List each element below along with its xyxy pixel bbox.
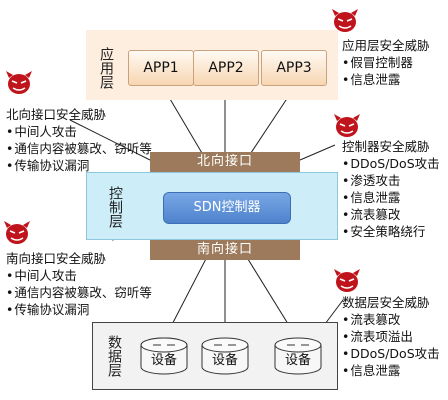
northbound-interface: 北向接口 <box>150 152 300 172</box>
threat-title: 控制器安全威胁 <box>342 139 430 154</box>
data-layer-label: 数据层 <box>106 335 122 377</box>
threat-title: 南向接口安全威胁 <box>6 251 107 266</box>
sdn-controller: SDN控制器 <box>163 192 291 224</box>
threat-title: 北向接口安全威胁 <box>6 107 107 122</box>
data-layer-threats: 数据层安全威胁 流表篡改 流表项溢出 DDoS/DoS攻击 信息泄露 <box>342 294 440 379</box>
threat-item: 流表篡改 <box>342 311 440 328</box>
app-layer-label: 应用层 <box>98 47 114 89</box>
device-label: 设备 <box>211 353 238 368</box>
app-box-3: APP3 <box>261 50 327 86</box>
controller-threats: 控制器安全威胁 DDoS/DoS攻击 渗透攻击 信息泄露 流表篡改 安全策略绕行 <box>342 138 440 240</box>
device-3: 设备 <box>273 336 323 376</box>
threat-item: 中间人攻击 <box>6 123 152 140</box>
threat-item: 信息泄露 <box>342 71 430 88</box>
threat-item: 传输协议漏洞 <box>6 301 152 318</box>
app-box-1: APP1 <box>128 50 194 86</box>
devil-icon <box>6 71 32 94</box>
device-2: 设备 <box>200 336 250 376</box>
threat-item: 中间人攻击 <box>6 267 152 284</box>
threat-item: 安全策略绕行 <box>342 223 440 240</box>
southbound-threats: 南向接口安全威胁 中间人攻击 通信内容被篡改、窃听等 传输协议漏洞 <box>6 250 152 318</box>
northbound-threats: 北向接口安全威胁 中间人攻击 通信内容被篡改、窃听等 传输协议漏洞 <box>6 106 152 174</box>
devil-icon <box>334 269 360 292</box>
threat-title: 应用层安全威胁 <box>342 38 430 53</box>
app-layer-threats: 应用层安全威胁 假冒控制器 信息泄露 <box>342 37 430 88</box>
threat-item: DDoS/DoS攻击 <box>342 345 439 362</box>
southbound-interface: 南向接口 <box>150 240 300 260</box>
threat-item: 传输协议漏洞 <box>6 157 152 174</box>
threat-item: 通信内容被篡改、窃听等 <box>6 140 152 157</box>
devil-icon <box>4 221 30 244</box>
devil-icon <box>334 114 360 137</box>
control-layer-label: 控制层 <box>107 186 123 228</box>
devil-icon <box>332 9 358 32</box>
threat-item: 信息泄露 <box>342 362 440 379</box>
threat-item: 渗透攻击 <box>342 172 440 189</box>
device-label: 设备 <box>284 353 311 368</box>
threat-item: 流表项溢出 <box>342 328 440 345</box>
threat-item: 假冒控制器 <box>342 54 430 71</box>
threat-item: 信息泄露 <box>342 189 440 206</box>
device-label: 设备 <box>150 353 177 368</box>
threat-item: 流表篡改 <box>342 206 440 223</box>
threat-item: DDoS/DoS攻击 <box>342 155 439 172</box>
app-box-2: APP2 <box>193 50 259 86</box>
threat-item: 通信内容被篡改、窃听等 <box>6 284 152 301</box>
device-1: 设备 <box>139 336 189 376</box>
threat-title: 数据层安全威胁 <box>342 295 430 310</box>
